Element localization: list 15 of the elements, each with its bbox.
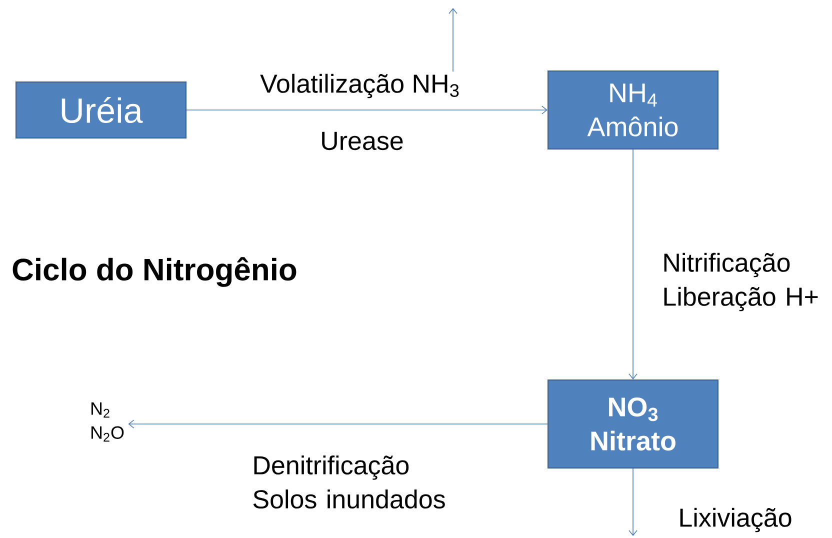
edge-label: Nitrificação Liberação H+ — [664, 252, 818, 312]
text-label: Volatilização NH$_{3}$ — [260, 74, 459, 98]
edge-label: Urease — [322, 132, 403, 150]
arrow — [186, 106, 548, 114]
title: Ciclo do Nitrogênio — [12, 257, 296, 287]
process-box: NO$_{3}$ Nitrato — [548, 380, 718, 468]
process-box: Uréia — [16, 82, 186, 138]
arrow — [128, 420, 548, 428]
edge-label: Lixiviação — [680, 508, 792, 532]
edge-label: Denitrificação Solos inundados — [253, 455, 445, 509]
arrow — [628, 149, 638, 380]
arrow — [448, 8, 458, 72]
text-label: N$_{2}$ N$_{2}$O — [91, 402, 124, 442]
arrow — [628, 468, 638, 536]
process-box: NH$_{4}$ Amônio — [548, 70, 718, 150]
